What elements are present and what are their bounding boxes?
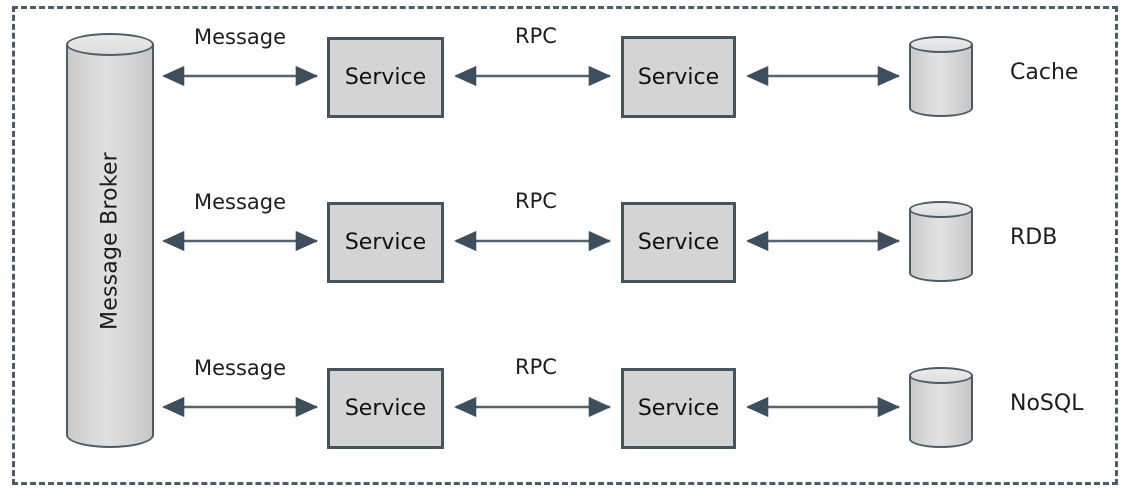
row-rdb-store-cylinder[interactable] [909, 201, 973, 282]
row-nosql-service-1[interactable]: Service [327, 368, 444, 449]
nosql-cylinder-top [909, 367, 973, 384]
row-nosql-rpc-label: RPC [515, 355, 557, 379]
message-broker-label: Message Broker [97, 151, 123, 330]
row-rdb-store-label: RDB [1010, 225, 1058, 250]
row-nosql-store-cylinder[interactable] [909, 367, 973, 448]
system-boundary [12, 6, 1118, 485]
rdb-cylinder-top [909, 201, 973, 218]
row-cache-message-label: Message [193, 25, 287, 49]
broker-cylinder-top [66, 33, 154, 56]
row-cache-store-cylinder[interactable] [909, 36, 973, 117]
message-broker-cylinder[interactable]: Message Broker [66, 33, 154, 448]
row-cache-service-2[interactable]: Service [621, 36, 736, 118]
row-rdb-service-1[interactable]: Service [327, 202, 444, 283]
row-nosql-message-label: Message [193, 356, 287, 380]
nosql-cylinder-body [909, 375, 973, 448]
row-nosql-service-2[interactable]: Service [621, 368, 736, 449]
row-nosql-store-label: NoSQL [1010, 391, 1084, 416]
rdb-cylinder-body [909, 209, 973, 282]
row-cache-service-1[interactable]: Service [327, 37, 444, 118]
row-rdb-message-label: Message [193, 190, 287, 214]
row-cache-store-label: Cache [1010, 60, 1079, 85]
row-rdb-rpc-label: RPC [515, 189, 557, 213]
cache-cylinder-top [909, 36, 973, 53]
cache-cylinder-body [909, 44, 973, 117]
row-rdb-service-2[interactable]: Service [621, 202, 736, 283]
broker-cylinder-body [66, 44, 154, 448]
row-cache-rpc-label: RPC [515, 24, 557, 48]
